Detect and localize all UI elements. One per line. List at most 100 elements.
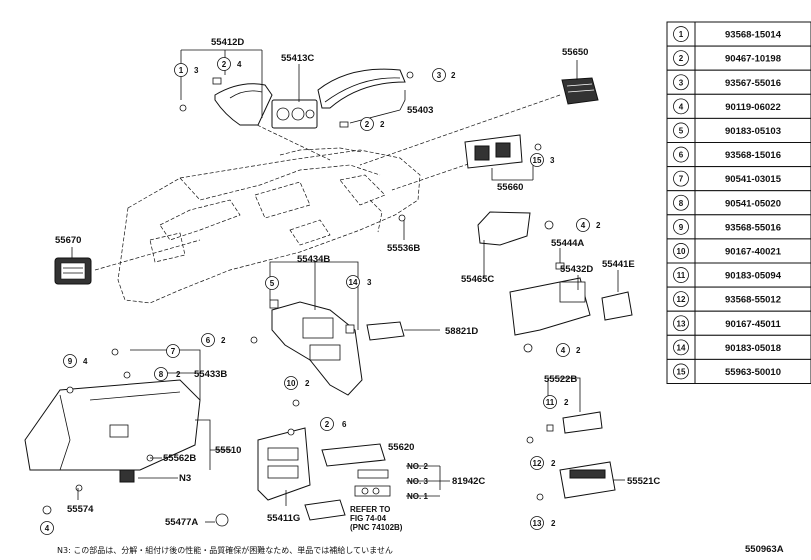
qty-3-2: 2: [451, 71, 456, 80]
table-index-circle: [673, 267, 689, 283]
table-index: 15: [677, 367, 686, 376]
circle-10: 10: [287, 379, 296, 388]
qty-2-2a: 2: [380, 120, 385, 129]
circle-14: 14: [349, 278, 358, 287]
table-partno-cell: [694, 21, 811, 47]
glovebox-fasteners: [42, 348, 154, 515]
circle-3: 3: [437, 71, 442, 80]
circle-4c: 4: [45, 524, 50, 533]
table-index-circle: [673, 243, 689, 259]
cover-55441E: [601, 291, 633, 321]
table-part-number: 90167-45011: [725, 319, 781, 330]
bolts-right: [523, 220, 565, 353]
table-part-number: 93567-55016: [725, 78, 781, 89]
clips-console: [250, 299, 355, 344]
table-index-circle: [673, 339, 689, 356]
table-partno-cell: [694, 334, 811, 360]
clips-center: [287, 399, 300, 436]
callout-55562B: 55562B: [163, 453, 196, 464]
callout-55465C: 55465C: [461, 274, 494, 285]
table-partno-cell: [694, 190, 811, 216]
qty-12-2: 2: [551, 459, 556, 468]
circle-9: 9: [68, 357, 73, 366]
table-index: 13: [677, 319, 686, 328]
table-index: 12: [677, 295, 686, 304]
circle-2c: 2: [325, 420, 330, 429]
table-partno-cell: [694, 45, 811, 71]
table-index: 10: [677, 247, 686, 256]
qty-2-4: 4: [237, 60, 242, 69]
qty-4-2b: 2: [576, 346, 581, 355]
table-part-number: 93568-15016: [725, 150, 781, 161]
table-part-number: 90541-03015: [725, 174, 782, 185]
table-partno-cell: [694, 358, 811, 384]
footnote: N3: この部品は、分解・組付け後の性能・品質確保が困難なため、単品では補給して…: [57, 545, 393, 555]
callout-55441E: 55441E: [602, 259, 635, 270]
table-index: 6: [679, 151, 684, 160]
table-index: 8: [679, 199, 684, 208]
circle-5: 5: [270, 279, 275, 288]
circle-11: 11: [546, 398, 555, 407]
center-panel-55434B: [271, 301, 363, 396]
qty-6-2: 2: [221, 336, 226, 345]
circle-15: 15: [533, 156, 542, 165]
side-vent-55670: [54, 257, 92, 285]
circled-callouts: 1 3 2 4 3 2 2 2 15 3 4 2 5 14 3 6 2 4: [40, 57, 601, 535]
table-part-number: 93568-15014: [725, 30, 782, 41]
table-index: 1: [679, 30, 684, 39]
callout-55670: 55670: [55, 235, 81, 246]
callout-55574: 55574: [67, 504, 94, 515]
table-part-number: 93568-55012: [725, 295, 781, 306]
table-index: 4: [679, 102, 684, 111]
table-partno-cell: [694, 238, 811, 264]
panel-55620: [321, 443, 386, 467]
table-part-number: 93568-55016: [725, 222, 781, 233]
center-cluster-55411G: [257, 427, 311, 501]
cluster-hood-55412D: [214, 83, 273, 126]
callout-55434B: 55434B: [297, 254, 330, 265]
table-partno-cell: [694, 93, 811, 119]
circle-6: 6: [206, 336, 211, 345]
table-index: 11: [677, 271, 686, 280]
table-part-number: 90119-06022: [725, 102, 780, 113]
refer-line-2: FIG 74-04: [350, 514, 387, 523]
qty-11-2: 2: [564, 398, 569, 407]
callout-55444A: 55444A: [551, 238, 584, 249]
vent-55650: [561, 77, 599, 105]
circle-2b: 2: [365, 120, 370, 129]
circle-12: 12: [533, 459, 542, 468]
table-index-circle: [673, 315, 689, 332]
table-part-number: 90467-10198: [725, 54, 781, 65]
qty-2-6: 6: [342, 420, 347, 429]
callout-55403: 55403: [407, 105, 433, 116]
callout-55660: 55660: [497, 182, 523, 193]
cluster-panel-55413C: [271, 99, 318, 129]
table-index-circle: [673, 194, 689, 211]
qty-10-2: 2: [305, 379, 310, 388]
callout-no3: NO. 3: [407, 477, 428, 486]
table-index-circle: [673, 291, 689, 308]
refer-line-1: REFER TO: [350, 505, 390, 514]
table-index-circle: [673, 50, 689, 67]
circle-4a: 4: [581, 221, 586, 230]
callout-no1: NO. 1: [407, 492, 428, 501]
tray-refer: [304, 499, 346, 521]
table-index-circle: [673, 26, 689, 42]
table-partno-cell: [694, 262, 811, 288]
callout-55650: 55650: [562, 47, 588, 58]
callout-55510: 55510: [215, 445, 241, 456]
table-part-number: 90183-05018: [725, 343, 781, 354]
table-part-number: 55963-50010: [725, 367, 781, 378]
center-vent-55660: [464, 134, 523, 169]
table-index-circle: [673, 98, 689, 115]
qty-4-2a: 2: [596, 221, 601, 230]
switches-81942C: [354, 469, 391, 497]
table-index-circle: [673, 146, 689, 163]
glovebox-55510: [24, 379, 201, 471]
table-part-number: 90167-40021: [725, 246, 782, 257]
qty-9-4: 4: [83, 357, 88, 366]
callout-55536B: 55536B: [387, 243, 420, 254]
callout-55477A: 55477A: [165, 517, 198, 528]
